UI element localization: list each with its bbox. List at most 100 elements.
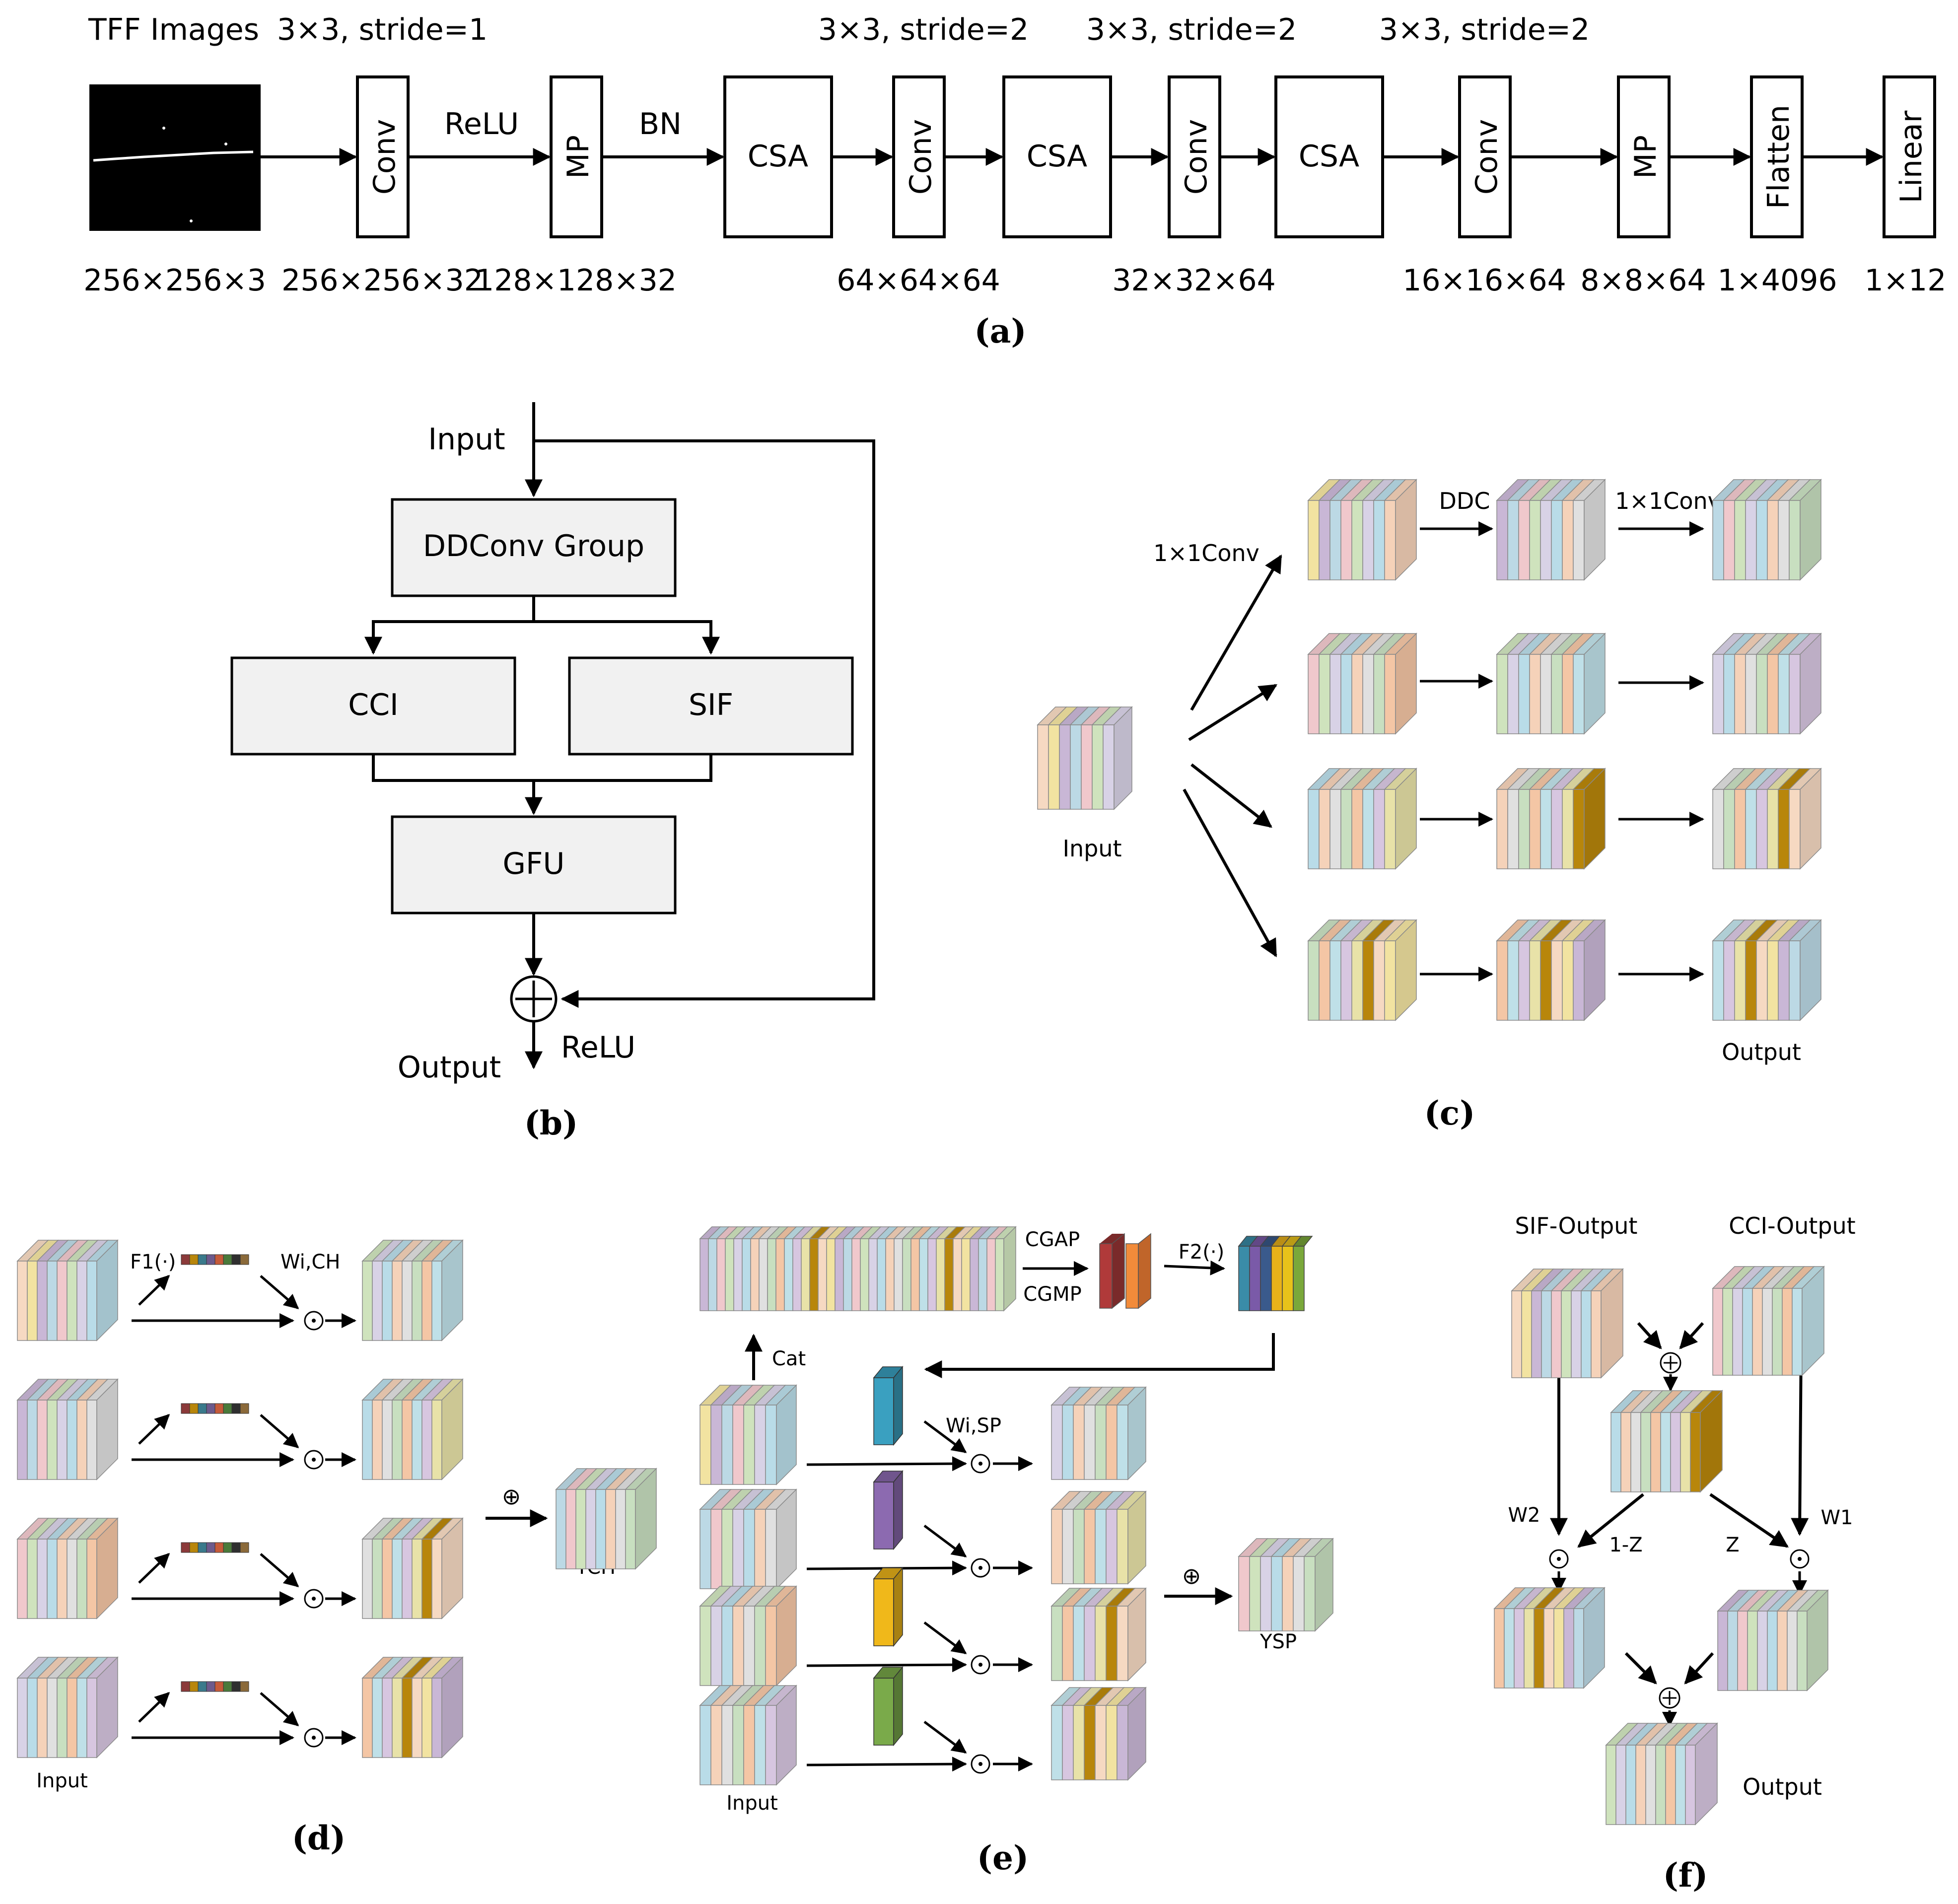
cube-d-right-2-slice (431, 1400, 442, 1480)
weight-map-e-4 (873, 1678, 894, 1746)
output-cube-f-slice (1625, 1745, 1636, 1825)
merge-line (372, 754, 712, 782)
weighted-cube-right-slice (1737, 1611, 1748, 1691)
cube-c-r1-c3-slice (1712, 500, 1724, 580)
cube-e-right-3-side (1127, 1587, 1146, 1682)
cube-d-left-3-slice (57, 1539, 68, 1619)
cube-d-left-3-slice (76, 1539, 87, 1619)
cube-c-r3-c2-slice (1573, 789, 1585, 869)
conv-block-4-label: Conv (1469, 119, 1504, 195)
sif-block (568, 656, 854, 756)
cube-c-r4-c3-slice (1778, 940, 1790, 1021)
stride-label-3: 3×3, stride=2 (1086, 12, 1297, 47)
cube-c-r4-c2-slice (1507, 940, 1519, 1021)
arrow-e-w-1 (923, 1420, 967, 1454)
input-cube-c-slice (1092, 724, 1104, 810)
arrow-d-down-3 (260, 1553, 299, 1587)
ddc-label: DDC (1439, 488, 1490, 514)
output-cube-f-slice (1645, 1745, 1656, 1825)
arrow-d-up-1 (138, 1274, 170, 1306)
cube-e-right-2-side (1127, 1490, 1146, 1585)
cube-e-left-2-slice (765, 1509, 777, 1589)
cube-e-left-4-slice (765, 1705, 777, 1785)
cube-d-right-4-slice (362, 1678, 373, 1758)
cube-e-right-2-slice (1084, 1509, 1096, 1584)
sif-output-cube-slice (1531, 1290, 1542, 1378)
cube-d-right-4-slice (402, 1678, 413, 1758)
cube-e-left-4-slice (710, 1705, 722, 1785)
f2-slice-top (1292, 1236, 1313, 1247)
cube-c-r1-c3-slice (1767, 500, 1779, 580)
wi-sp-label: Wi,SP (946, 1414, 1001, 1437)
cube-c-r3-c1-slice (1351, 789, 1363, 869)
cube-c-r2-c3-slice (1734, 654, 1746, 734)
cube-e-left-3-slice (754, 1606, 766, 1686)
cube-e-left-1-slice (699, 1405, 711, 1485)
cube-e-right-2-slice (1051, 1509, 1063, 1584)
weight-bar-d-3-cell (181, 1542, 190, 1553)
arrow-e-w-2 (923, 1524, 967, 1558)
fused-cube-slice (1650, 1412, 1661, 1492)
cube-d-left-4-slice (47, 1678, 58, 1758)
weighted-cube-right-slice (1797, 1611, 1808, 1691)
cube-c-r1-c1-slice (1351, 500, 1363, 580)
flatten-block (1750, 75, 1804, 238)
f2-slice (1238, 1246, 1250, 1311)
cube-c-r2-c1-side (1395, 633, 1417, 735)
cube-c-r4-c1-slice (1373, 940, 1385, 1021)
cube-c-r1-c3-slice (1734, 500, 1746, 580)
branch-arrow-3 (1190, 763, 1272, 828)
cube-c-r2-c1-slice (1362, 654, 1374, 734)
cube-c-r1-c2-slice (1496, 500, 1508, 580)
weight-bar-d-3-cell (223, 1542, 232, 1553)
cube-c-r2-c1-slice (1319, 654, 1330, 734)
cube-e-left-3-slice (721, 1606, 733, 1686)
cube-c-r2-c3-slice (1778, 654, 1790, 734)
cube-d-right-2-side (441, 1378, 463, 1481)
cube-d-left-3-slice (17, 1539, 28, 1619)
concat-cube-slice (699, 1238, 709, 1311)
cube-e-left-1-slice (754, 1405, 766, 1485)
cube-d-right-3-side (441, 1517, 463, 1620)
weight-bar-d-1-cell (198, 1254, 207, 1265)
cube-d-right-4-slice (421, 1678, 432, 1758)
weight-bar-d-3-cell (206, 1542, 215, 1553)
arrow-d-down-4 (260, 1692, 299, 1726)
branch-arrow-1 (1190, 554, 1282, 711)
caption-d: (d) (292, 1819, 346, 1857)
cube-d-right-1-slice (431, 1261, 442, 1341)
cube-c-r4-c1-slice (1329, 940, 1341, 1021)
cube-c-r4-c3-slice (1767, 940, 1779, 1021)
concat-cube-slice (708, 1238, 717, 1311)
arrow-e-main-3 (806, 1657, 967, 1673)
conv-block-2-label: Conv (904, 119, 938, 195)
cube-d-left-2-slice (47, 1400, 58, 1480)
cube-d-left-2-slice (37, 1400, 48, 1480)
cube-c-r3-c1-slice (1362, 789, 1374, 869)
cube-d-right-3-slice (392, 1539, 403, 1619)
odot-f-left-dot (1557, 1557, 1561, 1561)
weight-map-e-1-side (893, 1365, 903, 1446)
cube-e-right-1-slice (1106, 1405, 1118, 1480)
output-cube-f-slice (1635, 1745, 1646, 1825)
concat-cube-slice (919, 1238, 928, 1311)
linear-block-label: Linear (1894, 110, 1929, 203)
cube-e-right-2-slice (1073, 1509, 1085, 1584)
cg-slice-2 (1125, 1243, 1139, 1309)
cube-c-r4-c2-side (1584, 919, 1606, 1021)
sif-output-cube-slice (1511, 1290, 1522, 1378)
output-cube-f-slice (1685, 1745, 1696, 1825)
input-cube-c-slice (1048, 724, 1060, 810)
ysp-cube-slice (1282, 1556, 1294, 1631)
sif-output-cube-slice (1571, 1290, 1582, 1378)
arrow-d-down-2 (260, 1414, 299, 1448)
cube-e-left-3-slice (732, 1606, 744, 1686)
cube-d-right-1-slice (382, 1261, 393, 1341)
dim-label-2: 256×256×32 (281, 263, 483, 298)
panel-b: Input DDConv Group CCI SIF GFU ReLU Outp… (230, 402, 875, 1142)
cube-c-r1-c2-slice (1540, 500, 1552, 580)
cube-c-r1-c1-slice (1362, 500, 1374, 580)
sif-output-cube-side (1601, 1268, 1623, 1379)
cube-c-r2-c3-slice (1723, 654, 1735, 734)
cube-e-right-4-slice (1117, 1705, 1128, 1780)
